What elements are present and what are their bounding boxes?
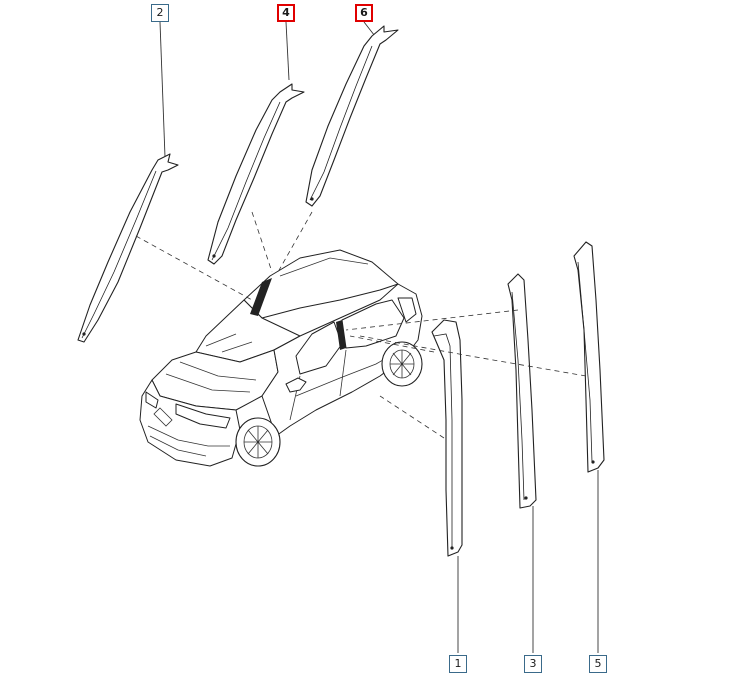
- callout-4[interactable]: 4: [277, 4, 295, 22]
- guide-lines: [135, 211, 587, 439]
- part-2-trim-strip: [77, 153, 179, 343]
- leader-line-2: [159, 21, 166, 158]
- part-3-trim-strip: [507, 273, 537, 509]
- callout-6[interactable]: 6: [355, 4, 373, 22]
- car-illustration: [139, 249, 423, 467]
- callout-1[interactable]: 1: [449, 655, 467, 673]
- part-6-trim-strip: [305, 25, 399, 207]
- callout-3[interactable]: 3: [524, 655, 542, 673]
- part-1-trim-strip: [431, 319, 463, 557]
- callout-2[interactable]: 2: [151, 4, 169, 22]
- part-4-trim-strip: [207, 83, 305, 265]
- leader-line-4: [285, 21, 290, 81]
- callout-5[interactable]: 5: [589, 655, 607, 673]
- part-5-trim-strip: [573, 241, 605, 473]
